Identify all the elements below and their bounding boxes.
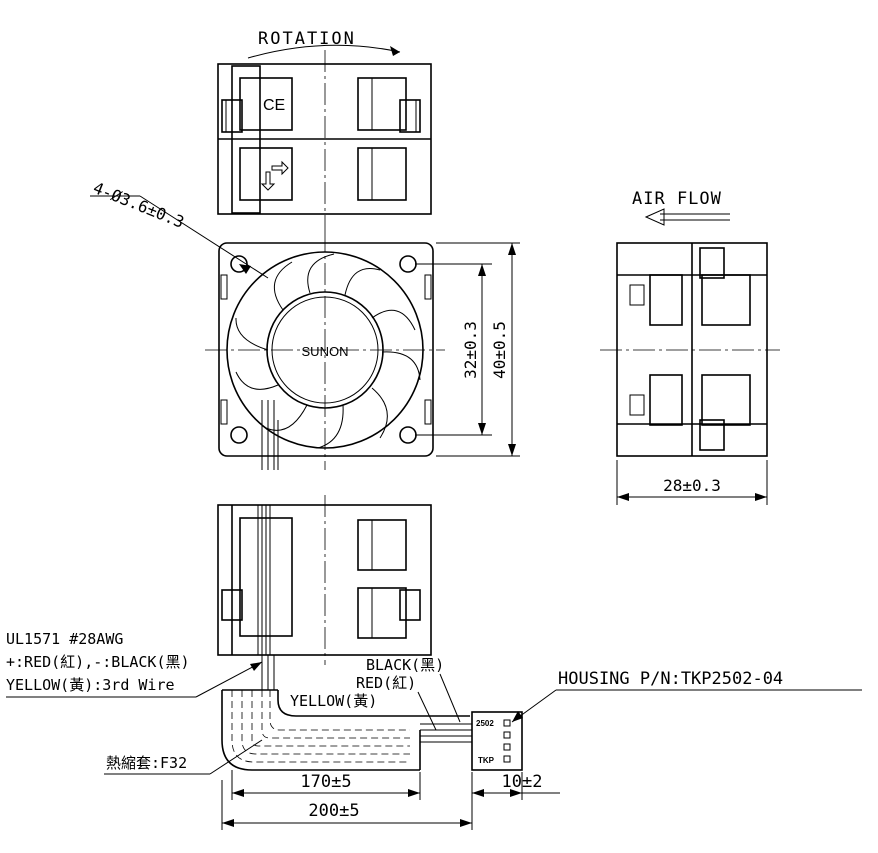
air-flow-label: AIR FLOW xyxy=(632,189,722,209)
connector-housing: 2502 TKP xyxy=(471,711,523,771)
rotation-arrow-icon xyxy=(247,44,401,59)
wire-harness xyxy=(221,655,472,771)
front-view: SUNON 4-Ø3.6±0.3 32±0.3 40±0.5 xyxy=(90,178,520,470)
dim-32-label: 32±0.3 xyxy=(461,321,480,379)
bottom-view xyxy=(217,495,432,665)
heat-shrink-callout: 熱縮套:F32 xyxy=(104,739,263,775)
dim-28-label: 28±0.3 xyxy=(663,476,721,495)
fan-blades xyxy=(235,253,421,449)
wire-spec-callout: UL1571 #28AWG +:RED(紅),-:BLACK(黑) YELLOW… xyxy=(6,630,263,698)
side-view: AIR FLOW 28±0.3 xyxy=(600,189,780,505)
wire-spec-line-1: UL1571 #28AWG xyxy=(6,630,123,648)
air-flow-arrow-icon xyxy=(644,208,665,226)
ce-mark: CE xyxy=(263,97,285,114)
dim-200-label: 200±5 xyxy=(308,801,359,821)
dim-10-label: 10±2 xyxy=(502,772,543,792)
length-dimensions: 170±5 10±2 200±5 xyxy=(221,770,560,830)
yellow-wire-label: YELLOW(黃) xyxy=(290,692,377,710)
housing-label: HOUSING P/N:TKP2502-04 xyxy=(558,669,783,689)
hole-spec-label: 4-Ø3.6±0.3 xyxy=(91,178,187,232)
top-view: CE ROTATION xyxy=(217,29,432,230)
dim-40-label: 40±0.5 xyxy=(490,321,509,379)
rotation-label: ROTATION xyxy=(258,29,356,49)
airflow-direction-icon xyxy=(260,160,289,191)
wire-spec-line-3: YELLOW(黃):3rd Wire xyxy=(6,676,175,694)
red-wire-label: RED(紅) xyxy=(356,674,416,692)
wire-spec-line-2: +:RED(紅),-:BLACK(黑) xyxy=(6,653,190,671)
connector-top-label: 2502 xyxy=(476,719,494,728)
dim-170-label: 170±5 xyxy=(300,772,351,792)
brand-label: SUNON xyxy=(302,344,349,359)
heat-shrink-label: 熱縮套:F32 xyxy=(106,754,187,772)
housing-callout: HOUSING P/N:TKP2502-04 xyxy=(511,669,862,723)
connector-bottom-label: TKP xyxy=(478,756,495,765)
black-wire-label: BLACK(黑) xyxy=(366,656,444,674)
